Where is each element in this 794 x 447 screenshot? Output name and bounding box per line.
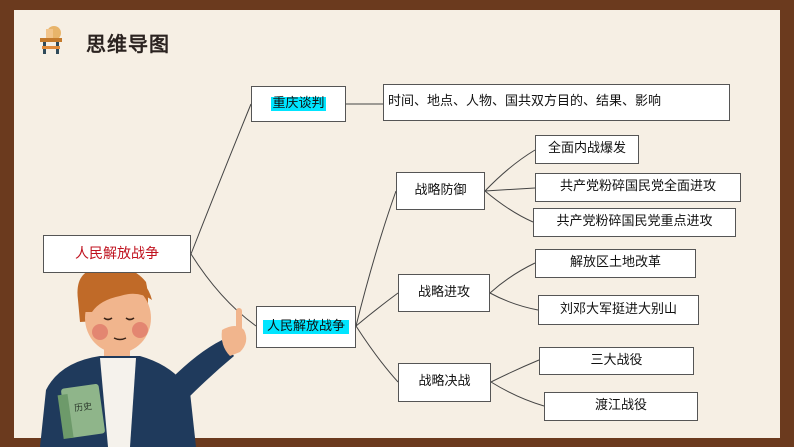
stage-offense-item: 解放区土地改革 xyxy=(535,249,696,278)
branch-war-label: 人民解放战争 xyxy=(263,319,349,335)
stage-offense-node: 战略进攻 xyxy=(398,274,490,312)
stage-defense-label: 战略防御 xyxy=(414,182,467,198)
stage-defense-item: 共产党粉碎国民党全面进攻 xyxy=(535,173,741,202)
page-title: 思维导图 xyxy=(86,32,170,56)
book-label: 历史 xyxy=(73,401,93,415)
stage-defense-node: 战略防御 xyxy=(396,172,485,210)
stage-decisive-item: 渡江战役 xyxy=(544,392,698,421)
branch-chongqing-label: 重庆谈判 xyxy=(271,95,326,112)
root-node-label: 人民解放战争 xyxy=(75,245,159,262)
stage-defense-item-label: 全面内战爆发 xyxy=(547,141,626,157)
stage-decisive-item: 三大战役 xyxy=(539,347,694,375)
stage-offense-item-label: 解放区土地改革 xyxy=(569,255,661,271)
stage-defense-item: 共产党粉碎国民党重点进攻 xyxy=(533,208,736,237)
stage-decisive-item-label: 渡江战役 xyxy=(594,398,647,414)
title-desk-icon xyxy=(40,26,62,54)
stage-defense-item-label: 共产党粉碎国民党重点进攻 xyxy=(556,214,713,230)
stage-defense-item: 全面内战爆发 xyxy=(535,135,639,164)
root-node: 人民解放战争 xyxy=(43,235,191,273)
stage-decisive-label: 战略决战 xyxy=(418,374,471,390)
stage-offense-item: 刘邓大军挺进大别山 xyxy=(538,295,699,325)
stage-offense-label: 战略进攻 xyxy=(417,284,470,300)
stage-decisive-item-label: 三大战役 xyxy=(590,352,643,368)
stage-decisive-node: 战略决战 xyxy=(398,363,491,402)
chongqing-detail-label: 时间、地点、人物、国共双方目的、结果、影响 xyxy=(388,94,662,110)
chongqing-detail-node: 时间、地点、人物、国共双方目的、结果、影响 xyxy=(383,84,730,121)
stage-defense-item-label: 共产党粉碎国民党全面进攻 xyxy=(559,179,716,195)
branch-war-node: 人民解放战争 xyxy=(256,306,356,348)
branch-chongqing-node: 重庆谈判 xyxy=(251,86,346,122)
stage-offense-item-label: 刘邓大军挺进大别山 xyxy=(559,301,677,317)
